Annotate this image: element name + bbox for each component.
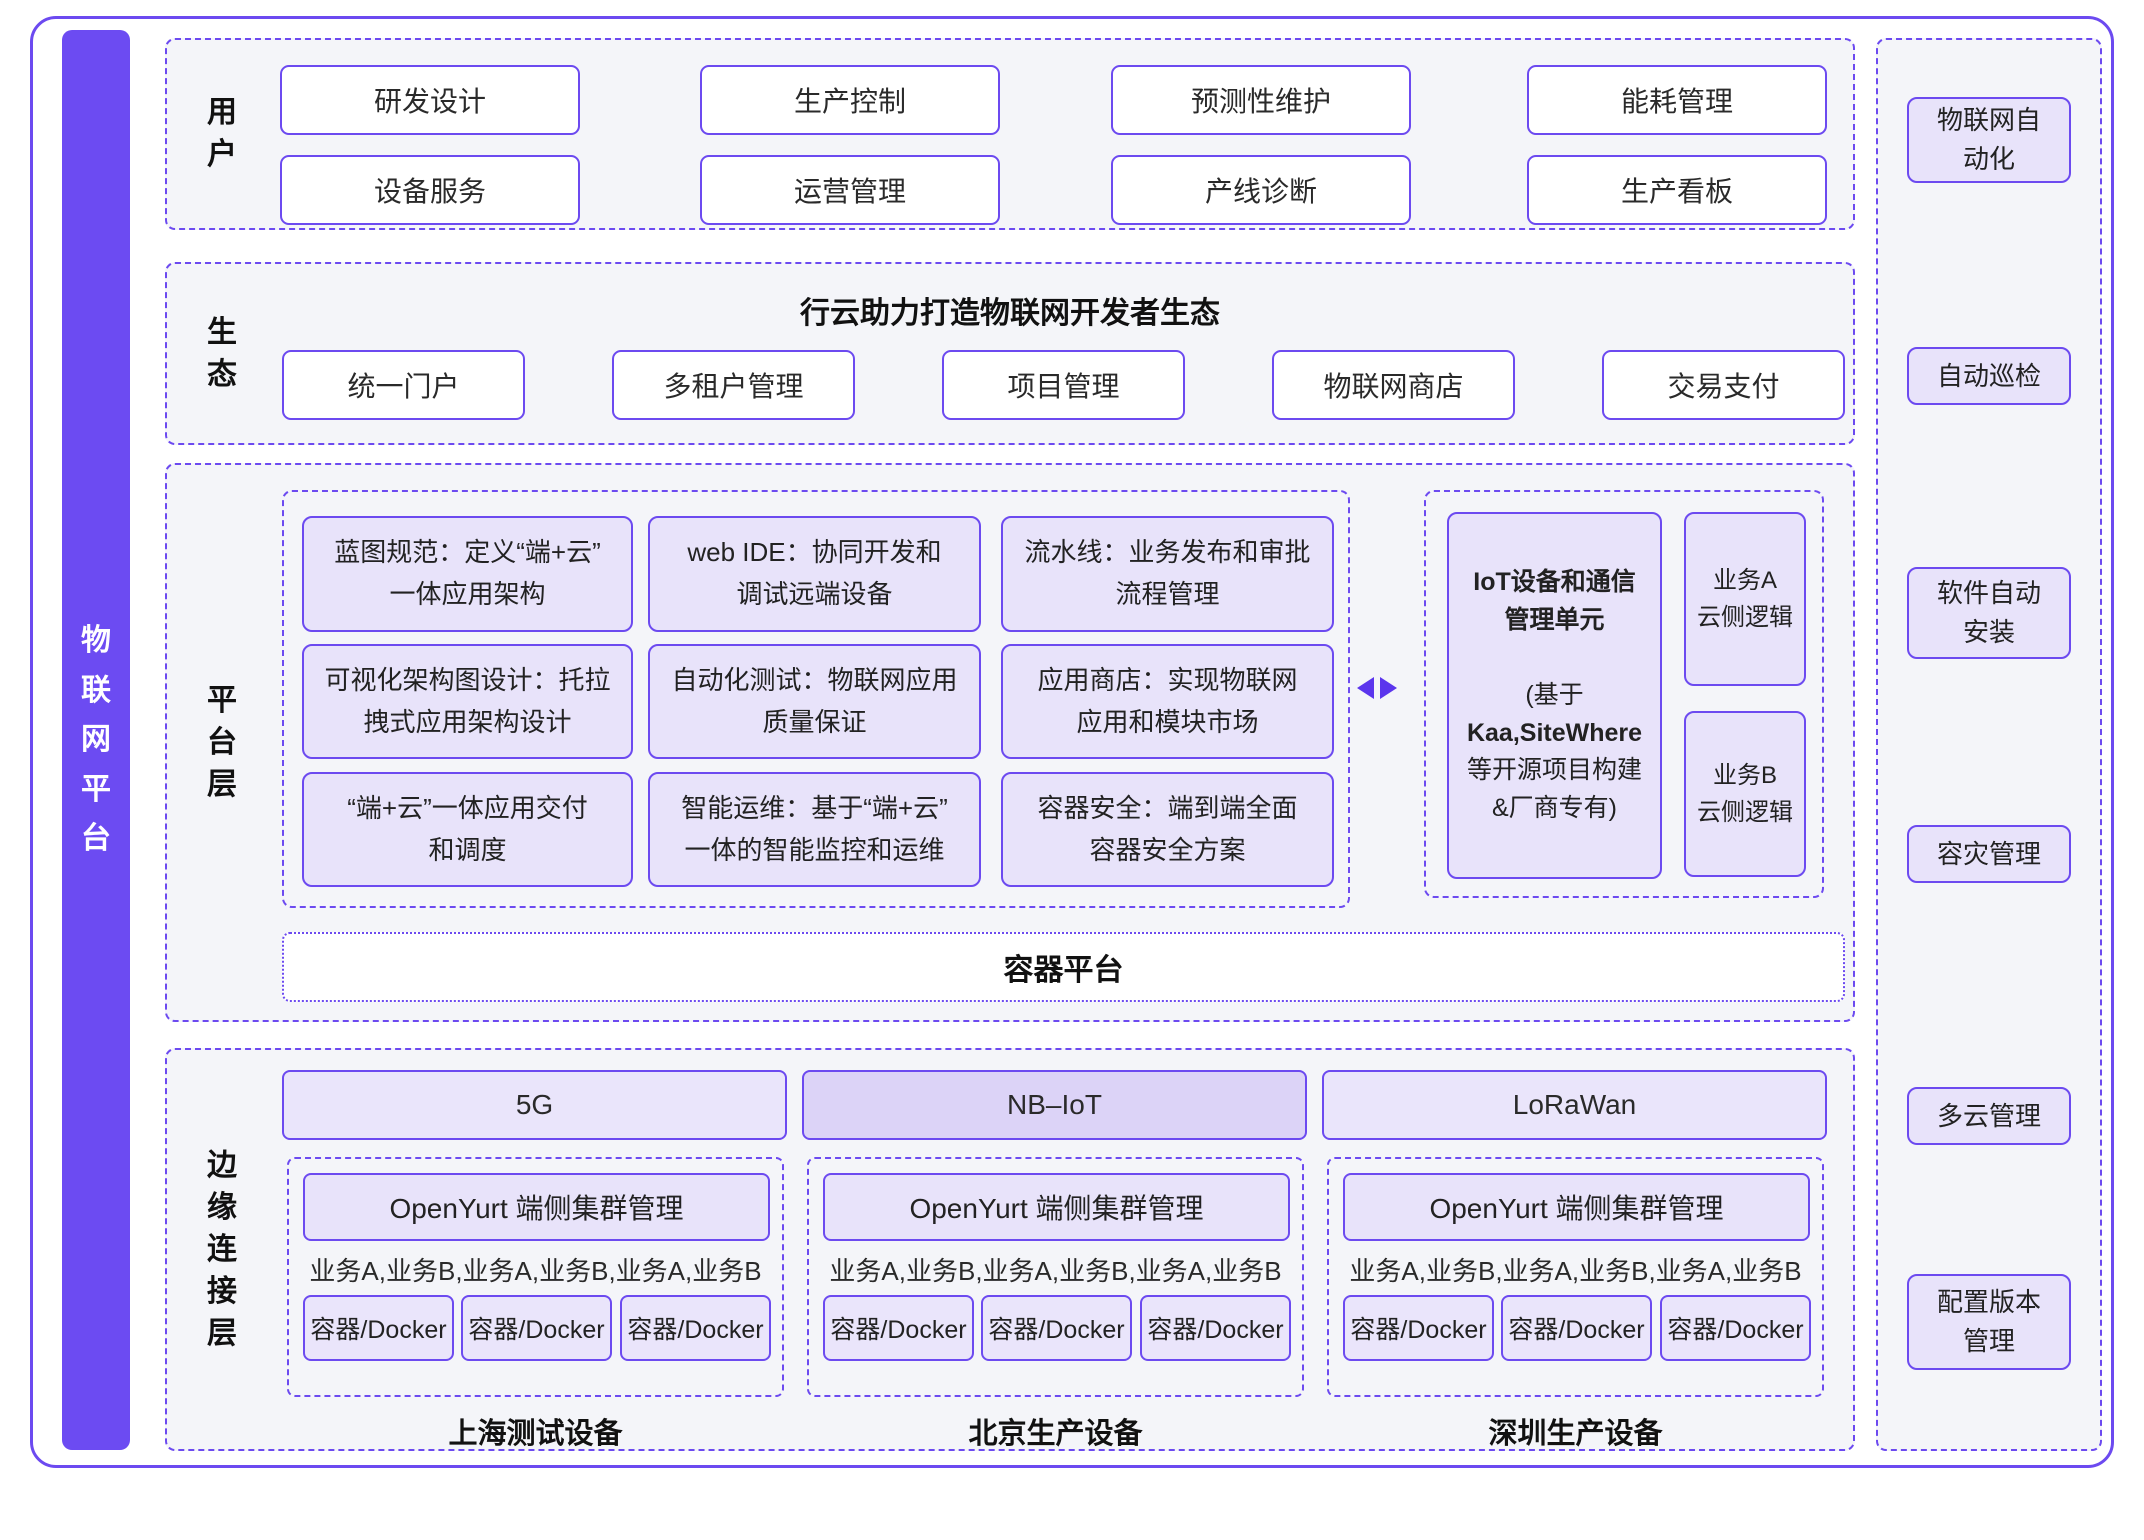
automation-box: 配置版本 管理	[1907, 1274, 2071, 1370]
bidirectional-arrows	[1357, 677, 1397, 699]
platform-cell: 自动化测试：物联网应用 质量保证	[648, 644, 981, 759]
right-arrow-icon	[1380, 677, 1397, 699]
user-box: 产线诊断	[1111, 155, 1411, 225]
section-ecosystem-label: 生态	[207, 315, 237, 391]
network-box-5g: 5G	[282, 1070, 787, 1140]
user-box: 预测性维护	[1111, 65, 1411, 135]
network-box-lorawan: LoRaWan	[1322, 1070, 1827, 1140]
device-location-label: 深圳生产设备	[1488, 1418, 1663, 1450]
section-platform-label: 平台层	[207, 683, 237, 801]
docker-box: 容器/Docker	[1343, 1295, 1494, 1361]
docker-box: 容器/Docker	[823, 1295, 974, 1361]
automation-box: 容灾管理	[1907, 825, 2071, 883]
section-users-label: 用户	[207, 96, 237, 171]
docker-box: 容器/Docker	[1501, 1295, 1652, 1361]
sidebar-title: 物联网平台	[81, 624, 111, 856]
platform-cell: 流水线：业务发布和审批 流程管理	[1001, 516, 1334, 632]
user-box: 生产控制	[700, 65, 1000, 135]
automation-box: 自动巡检	[1907, 347, 2071, 405]
section-automation-column: 物联网自 动化 自动巡检 软件自动 安装 容灾管理 多云管理 配置版本 管理	[1876, 38, 2102, 1451]
eco-box: 多租户管理	[612, 350, 855, 420]
platform-cell: web IDE：协同开发和 调试远端设备	[648, 516, 981, 632]
docker-box: 容器/Docker	[303, 1295, 454, 1361]
platform-cell: 蓝图规范：定义“端+云” 一体应用架构	[302, 516, 633, 632]
section-users: 用户 研发设计 生产控制 预测性维护 能耗管理 设备服务 运营管理 产线诊断 生…	[165, 38, 1855, 230]
platform-cell: 应用商店：实现物联网 应用和模块市场	[1001, 644, 1334, 759]
docker-box: 容器/Docker	[461, 1295, 612, 1361]
iot-unit-note: (基于	[1525, 681, 1584, 709]
services-text: 业务A,业务B,业务A,业务B,业务A,业务B	[309, 1256, 762, 1286]
user-box: 研发设计	[280, 65, 580, 135]
left-arrow-icon	[1357, 677, 1374, 699]
network-box-nbiot: NB–IoT	[802, 1070, 1307, 1140]
user-box: 生产看板	[1527, 155, 1827, 225]
platform-cell: 容器安全：端到端全面 容器安全方案	[1001, 772, 1334, 887]
section-platform-layer: 平台层 蓝图规范：定义“端+云” 一体应用架构 web IDE：协同开发和 调试…	[165, 463, 1855, 1022]
iot-device-comm-unit: IoT设备和通信 管理单元 (基于 Kaa,SiteWhere 等开源项目构建 …	[1447, 512, 1662, 879]
eco-box: 统一门户	[282, 350, 525, 420]
device-location-label: 上海测试设备	[448, 1418, 623, 1450]
docker-box: 容器/Docker	[1660, 1295, 1811, 1361]
docker-box: 容器/Docker	[620, 1295, 771, 1361]
eco-box: 物联网商店	[1272, 350, 1515, 420]
eco-box: 项目管理	[942, 350, 1185, 420]
section-edge-connection-layer: 边缘连接层 5G NB–IoT LoRaWan OpenYurt 端侧集群管理 …	[165, 1048, 1855, 1451]
eco-box: 交易支付	[1602, 350, 1845, 420]
business-a-cloud-logic: 业务A 云侧逻辑	[1684, 512, 1806, 686]
openyurt-cluster-box: OpenYurt 端侧集群管理	[1343, 1173, 1810, 1241]
platform-capability-group: 蓝图规范：定义“端+云” 一体应用架构 web IDE：协同开发和 调试远端设备…	[282, 490, 1350, 908]
iot-unit-note: 等开源项目构建 &厂商专有)	[1466, 756, 1642, 822]
section-ecosystem: 生态 行云助力打造物联网开发者生态 统一门户 多租户管理 项目管理 物联网商店 …	[165, 262, 1855, 445]
platform-cell: 可视化架构图设计：托拉 拽式应用架构设计	[302, 644, 633, 759]
ecosystem-title: 行云助力打造物联网开发者生态	[800, 297, 1220, 330]
container-platform-bar: 容器平台	[282, 932, 1845, 1002]
docker-box: 容器/Docker	[1140, 1295, 1291, 1361]
platform-cell: 智能运维：基于“端+云” 一体的智能监控和运维	[648, 772, 981, 887]
edge-device-group-shenzhen: OpenYurt 端侧集群管理 业务A,业务B,业务A,业务B,业务A,业务B …	[1327, 1157, 1824, 1397]
edge-device-group-shanghai: OpenYurt 端侧集群管理 业务A,业务B,业务A,业务B,业务A,业务B …	[287, 1157, 784, 1397]
services-text: 业务A,业务B,业务A,业务B,业务A,业务B	[1349, 1256, 1802, 1286]
user-box: 设备服务	[280, 155, 580, 225]
device-location-label: 北京生产设备	[968, 1418, 1143, 1450]
automation-box: 多云管理	[1907, 1087, 2071, 1145]
iot-unit-group: IoT设备和通信 管理单元 (基于 Kaa,SiteWhere 等开源项目构建 …	[1424, 490, 1824, 898]
docker-box: 容器/Docker	[981, 1295, 1132, 1361]
platform-cell: “端+云”一体应用交付 和调度	[302, 772, 633, 887]
sidebar-iot-platform: 物联网平台	[62, 30, 130, 1450]
section-edge-label: 边缘连接层	[207, 1148, 237, 1350]
edge-device-group-beijing: OpenYurt 端侧集群管理 业务A,业务B,业务A,业务B,业务A,业务B …	[807, 1157, 1304, 1397]
business-b-cloud-logic: 业务B 云侧逻辑	[1684, 711, 1806, 877]
iot-unit-note-projects: Kaa,SiteWhere	[1466, 718, 1643, 747]
openyurt-cluster-box: OpenYurt 端侧集群管理	[303, 1173, 770, 1241]
user-box: 运营管理	[700, 155, 1000, 225]
user-box: 能耗管理	[1527, 65, 1827, 135]
automation-box: 物联网自 动化	[1907, 97, 2071, 183]
iot-unit-title: IoT设备和通信 管理单元	[1473, 568, 1636, 634]
automation-box: 软件自动 安装	[1907, 567, 2071, 659]
services-text: 业务A,业务B,业务A,业务B,业务A,业务B	[829, 1256, 1282, 1286]
openyurt-cluster-box: OpenYurt 端侧集群管理	[823, 1173, 1290, 1241]
